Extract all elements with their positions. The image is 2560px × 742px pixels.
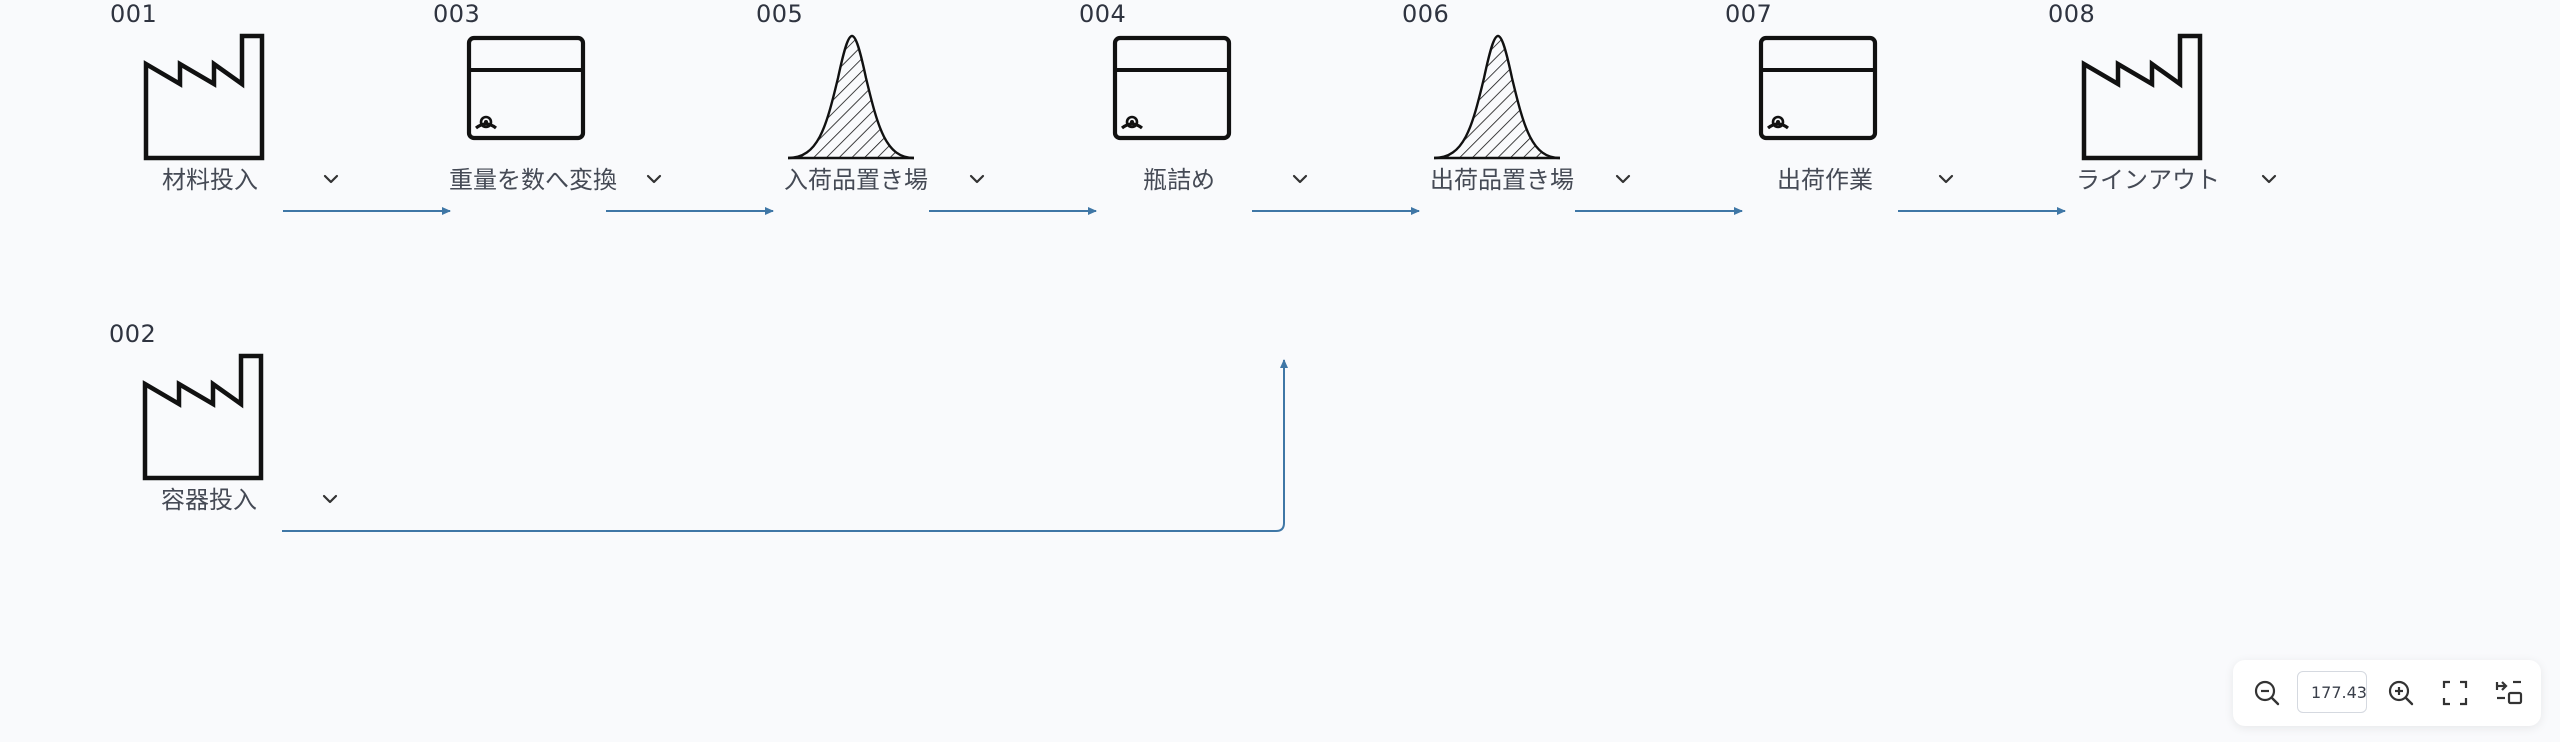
layout-icon[interactable] xyxy=(2493,677,2525,709)
node-label: 瓶詰め xyxy=(1143,166,1215,194)
machine-icon xyxy=(1109,32,1239,162)
node-label: 入荷品置き場 xyxy=(784,166,928,194)
zoom-toolbar xyxy=(2233,660,2541,726)
node-id: 002 xyxy=(109,320,157,348)
node-label: 容器投入 xyxy=(161,486,257,514)
node-005[interactable]: 005 入荷品置き場 xyxy=(736,0,1056,230)
node-id: 005 xyxy=(756,0,804,28)
chevron-down-icon[interactable] xyxy=(1287,166,1313,192)
chevron-down-icon[interactable] xyxy=(318,166,344,192)
edge-002-004 xyxy=(282,359,1288,532)
node-id: 008 xyxy=(2048,0,2096,28)
chevron-down-icon[interactable] xyxy=(964,166,990,192)
buffer-icon xyxy=(786,32,916,162)
node-id: 001 xyxy=(110,0,158,28)
node-001[interactable]: 001 材料投入 xyxy=(90,0,410,230)
factory-icon xyxy=(140,32,270,162)
node-008[interactable]: 008 ラインアウト xyxy=(2028,0,2348,230)
chevron-down-icon[interactable] xyxy=(317,486,343,512)
chevron-down-icon[interactable] xyxy=(2256,166,2282,192)
node-id: 004 xyxy=(1079,0,1127,28)
fullscreen-icon[interactable] xyxy=(2439,677,2471,709)
node-id: 007 xyxy=(1725,0,1773,28)
zoom-level-input[interactable] xyxy=(2297,671,2367,713)
node-id: 003 xyxy=(433,0,481,28)
zoom-out-icon[interactable] xyxy=(2251,677,2283,709)
node-label: 出荷作業 xyxy=(1777,166,1873,194)
node-label: 出荷品置き場 xyxy=(1430,166,1574,194)
node-006[interactable]: 006 出荷品置き場 xyxy=(1382,0,1702,230)
node-label: ラインアウト xyxy=(2076,166,2220,194)
factory-icon xyxy=(2078,32,2208,162)
chevron-down-icon[interactable] xyxy=(1933,166,1959,192)
node-id: 006 xyxy=(1402,0,1450,28)
node-007[interactable]: 007 出荷作業 xyxy=(1705,0,2025,230)
node-label: 材料投入 xyxy=(162,166,258,194)
chevron-down-icon[interactable] xyxy=(1610,166,1636,192)
zoom-in-icon[interactable] xyxy=(2385,677,2417,709)
node-004[interactable]: 004 瓶詰め xyxy=(1059,0,1379,230)
machine-icon xyxy=(1755,32,1885,162)
node-003[interactable]: 003 重量を数へ変換 xyxy=(413,0,733,230)
machine-icon xyxy=(463,32,593,162)
buffer-icon xyxy=(1432,32,1562,162)
factory-icon xyxy=(139,352,269,482)
node-002[interactable]: 002 容器投入 xyxy=(89,320,409,550)
chevron-down-icon[interactable] xyxy=(641,166,667,192)
node-label: 重量を数へ変換 xyxy=(449,166,617,194)
